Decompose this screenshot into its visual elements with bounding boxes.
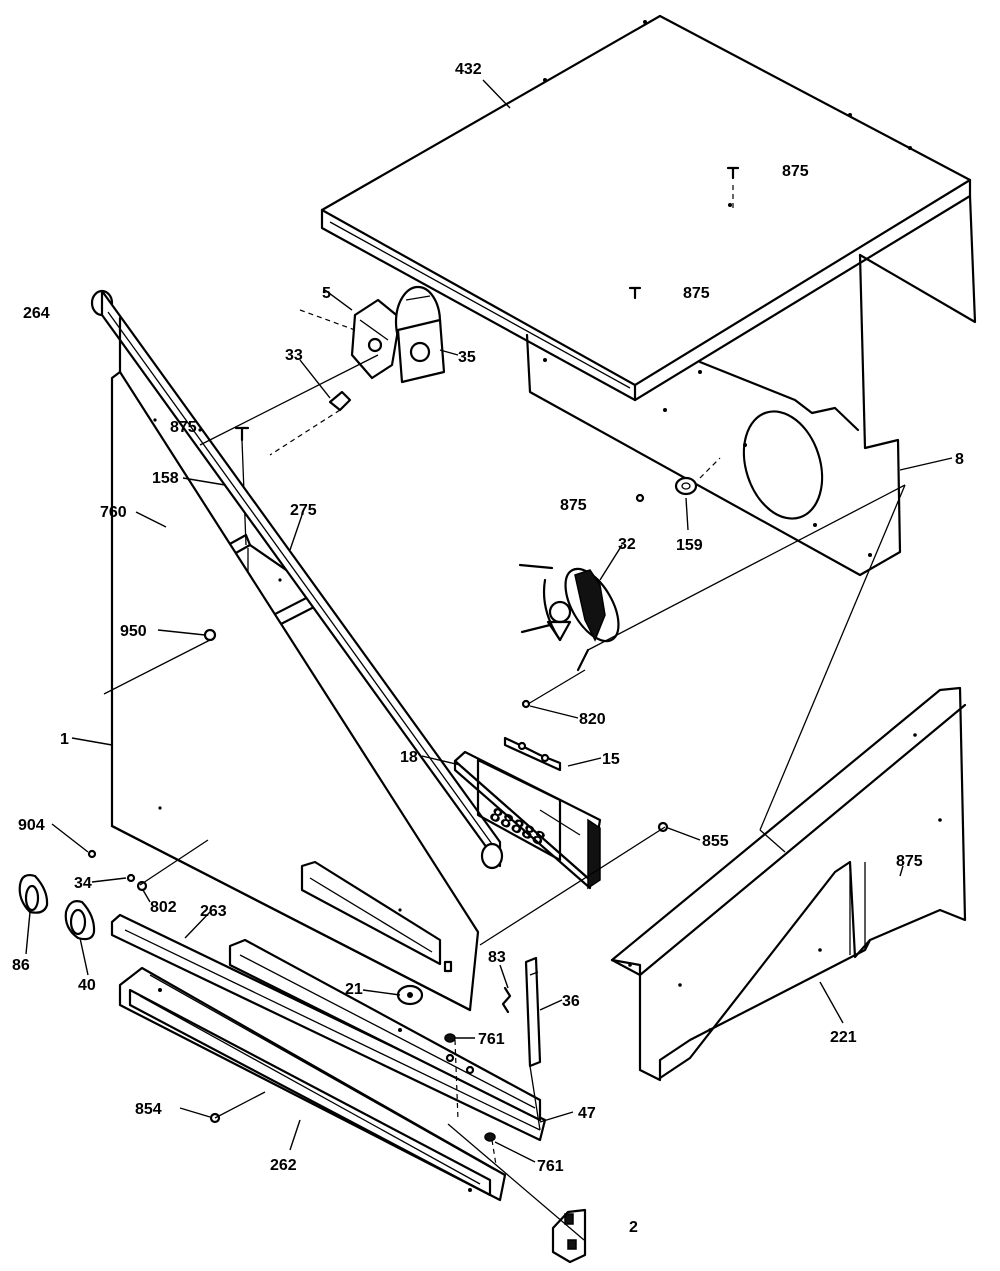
part-labels: 432 875 875 875 875 875 8 158 760 275 15…: [12, 61, 964, 1236]
label-950: 950: [120, 623, 147, 640]
control-panel-1: [110, 316, 480, 1012]
label-8: 8: [955, 451, 964, 468]
label-875-c: 875: [170, 419, 197, 436]
trim-47: [228, 938, 542, 1122]
label-2: 2: [629, 1219, 638, 1236]
label-264: 264: [23, 305, 50, 322]
label-86: 86: [12, 957, 30, 974]
label-875-d: 875: [560, 497, 587, 514]
label-32: 32: [618, 536, 636, 553]
label-262: 262: [270, 1157, 297, 1174]
label-1: 1: [60, 731, 69, 748]
terminal-33: [328, 390, 352, 412]
switch-35: [394, 285, 446, 384]
screw-950: [203, 628, 217, 642]
label-15: 15: [602, 751, 620, 768]
label-802: 802: [150, 899, 177, 916]
label-40: 40: [78, 977, 96, 994]
label-875-b: 875: [683, 285, 710, 302]
screw-875-rear: [635, 493, 645, 503]
label-47: 47: [578, 1105, 596, 1122]
screw-761b: [484, 1132, 496, 1142]
trim-264: [90, 289, 504, 870]
hinge-21: [396, 984, 424, 1006]
label-263: 263: [200, 903, 227, 920]
side-panel-221: [610, 686, 967, 1082]
label-34: 34: [74, 875, 92, 892]
label-159: 159: [676, 537, 703, 554]
screw-802: [136, 880, 148, 892]
bracket-2: [551, 1208, 587, 1264]
screw-34: [126, 873, 136, 883]
label-221: 221: [830, 1029, 857, 1046]
switch-5: [350, 298, 402, 380]
label-761-a: 761: [478, 1031, 505, 1048]
screw-904: [87, 849, 97, 859]
label-820: 820: [579, 711, 606, 728]
label-275: 275: [290, 502, 317, 519]
label-33: 33: [285, 347, 303, 364]
label-855: 855: [702, 833, 729, 850]
label-432: 432: [455, 61, 482, 78]
front-trim-262: [118, 966, 507, 1202]
label-35: 35: [458, 349, 476, 366]
label-83: 83: [488, 949, 506, 966]
spring-83: [501, 986, 512, 1014]
label-875-a: 875: [782, 163, 809, 180]
bar-36: [524, 956, 542, 1068]
top-cover-432: [320, 14, 977, 402]
trim-263: [110, 913, 547, 1142]
label-761-b: 761: [537, 1158, 564, 1175]
knob-40: [64, 900, 96, 941]
rear-panel-8: [525, 253, 902, 577]
label-158: 158: [152, 470, 179, 487]
label-18: 18: [400, 749, 418, 766]
grommet-159: [674, 476, 698, 496]
leader-lines: [25, 79, 953, 1163]
label-875-e: 875: [896, 853, 923, 870]
label-854: 854: [135, 1101, 162, 1118]
knob-86: [18, 873, 49, 914]
screw-875-top-cover-b: [628, 286, 642, 300]
label-760: 760: [100, 504, 127, 521]
fan-motor-32: [518, 563, 620, 672]
assembly-lines: [103, 309, 906, 1241]
label-21: 21: [345, 981, 363, 998]
label-904: 904: [18, 817, 45, 834]
screw-761a: [444, 1033, 456, 1043]
label-36: 36: [562, 993, 580, 1010]
screw-875-top-cover-a: [726, 166, 740, 210]
label-5: 5: [322, 285, 331, 302]
